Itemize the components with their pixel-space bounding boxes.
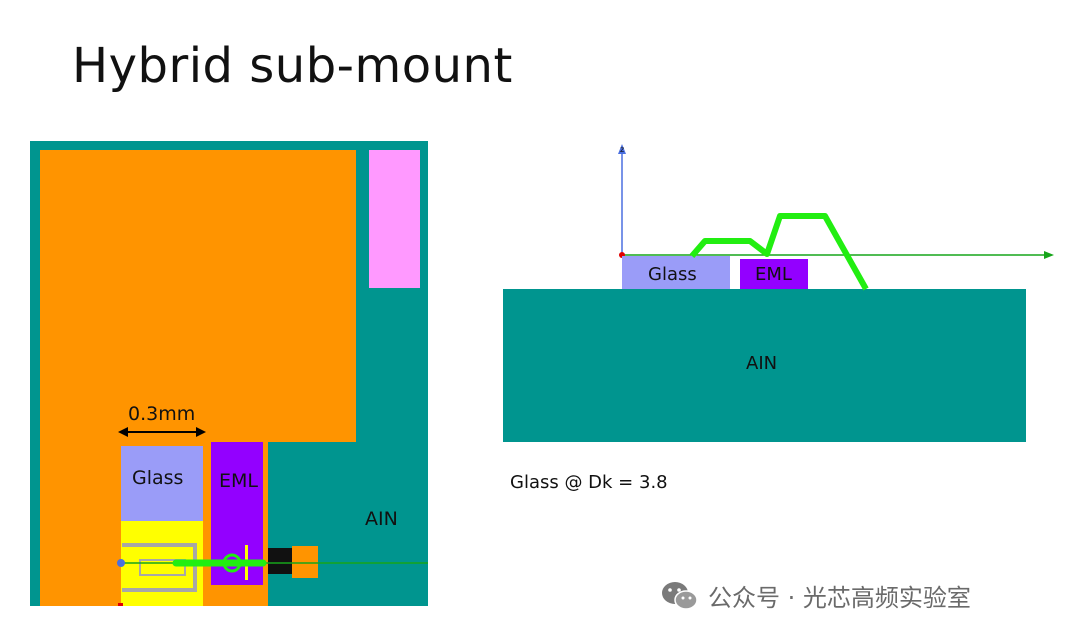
top-glass-label: Glass <box>132 467 183 489</box>
side-z-axis-label: z <box>620 145 624 154</box>
top-eml-label: EML <box>219 470 258 492</box>
side-glass-block <box>622 256 730 289</box>
side-bond-wire <box>689 213 869 291</box>
side-eml-block <box>740 259 808 289</box>
top-substrate-label: AIN <box>365 508 398 530</box>
wechat-icon <box>662 581 698 610</box>
top-connector-pad <box>292 546 318 578</box>
watermark: 公众号 · 光芯高频实验室 <box>660 578 971 613</box>
watermark-text: 公众号 · 光芯高频实验室 <box>708 584 971 612</box>
side-glass-label: Glass <box>648 264 697 285</box>
dielectric-caption: Glass @ Dk = 3.8 <box>510 472 668 493</box>
top-wire-ball <box>222 553 242 573</box>
top-connector-dark <box>268 548 292 574</box>
side-substrate <box>503 289 1026 442</box>
side-view: z Glass EML AIN <box>503 144 1054 442</box>
top-origin-marker <box>117 559 125 567</box>
top-grey-trace <box>122 543 197 592</box>
dimension-arrow <box>118 427 206 437</box>
side-eml-label: EML <box>755 264 792 285</box>
top-red-marker <box>118 603 123 606</box>
top-glass-block <box>121 446 203 521</box>
side-substrate-label: AIN <box>746 353 777 374</box>
dimension-label: 0.3mm <box>128 403 195 425</box>
top-orange-metal <box>40 150 356 606</box>
side-x-arrowhead <box>1044 251 1054 259</box>
top-pink-pad <box>369 150 420 288</box>
page-title: Hybrid sub-mount <box>72 38 513 94</box>
side-z-arrowhead <box>618 144 626 154</box>
top-view: 0.3mm Glass EML AIN <box>30 141 428 606</box>
top-grey-trace-inner <box>139 559 186 576</box>
